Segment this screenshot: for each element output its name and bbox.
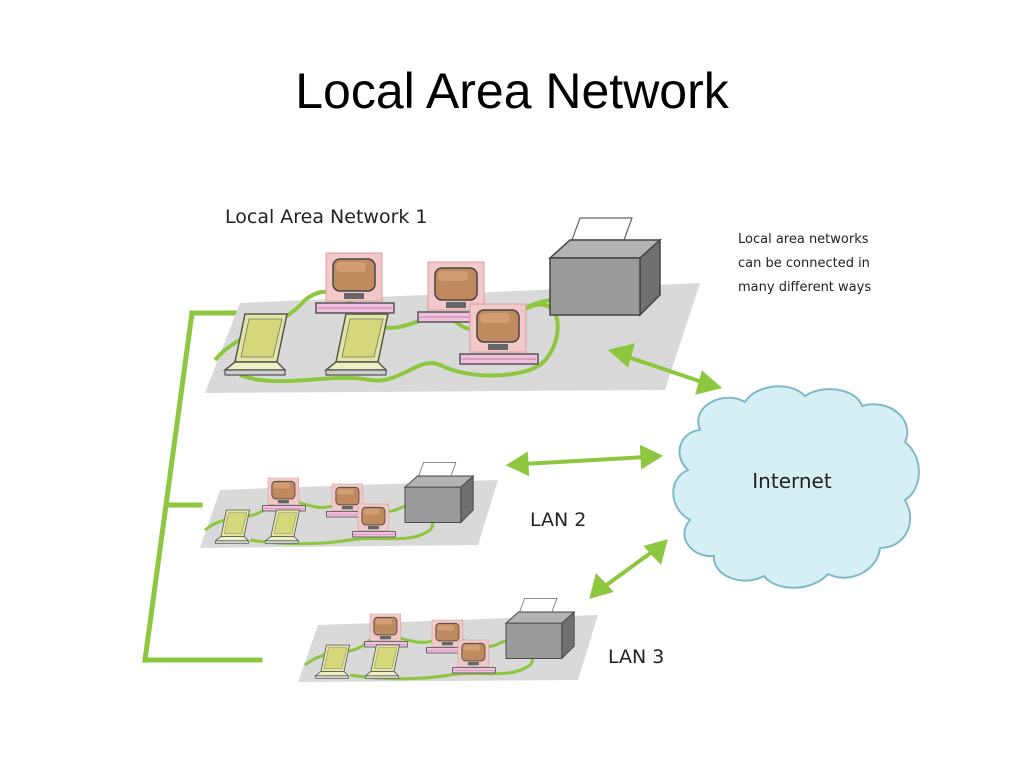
lan-2-group: LAN 2: [200, 461, 586, 548]
lan-1-label: Local Area Network 1: [225, 206, 428, 228]
lan-2-internet-arrow: [505, 444, 664, 477]
lan-1-internet-arrow: [607, 343, 723, 395]
lan-2-label: LAN 2: [530, 509, 586, 531]
lan-1-group: Local Area Network 1: [205, 206, 700, 393]
lan-3-label: LAN 3: [608, 646, 664, 668]
lan-3-internet-arrow: [589, 539, 668, 599]
note-line-2: can be connected in: [738, 256, 870, 271]
desktop-computer-icon: [364, 613, 408, 648]
desktop-computer-icon: [315, 252, 395, 314]
note-line-1: Local area networks: [738, 232, 869, 247]
internet-cloud-icon: Internet: [672, 385, 920, 589]
slide-title: Local Area Network: [295, 63, 729, 119]
note-text: Local area networks can be connected in …: [738, 232, 871, 295]
printer-icon: [404, 461, 474, 523]
desktop-computer-icon: [262, 477, 306, 512]
desktop-computer-icon: [452, 639, 496, 674]
lan-3-group: LAN 3: [298, 597, 664, 682]
note-line-3: many different ways: [738, 280, 871, 295]
backbone-cable: [142, 310, 263, 663]
desktop-computer-icon: [352, 503, 396, 538]
desktop-computer-icon: [459, 303, 539, 365]
printer-icon: [549, 217, 661, 316]
internet-label: Internet: [752, 469, 832, 493]
printer-icon: [505, 597, 575, 659]
